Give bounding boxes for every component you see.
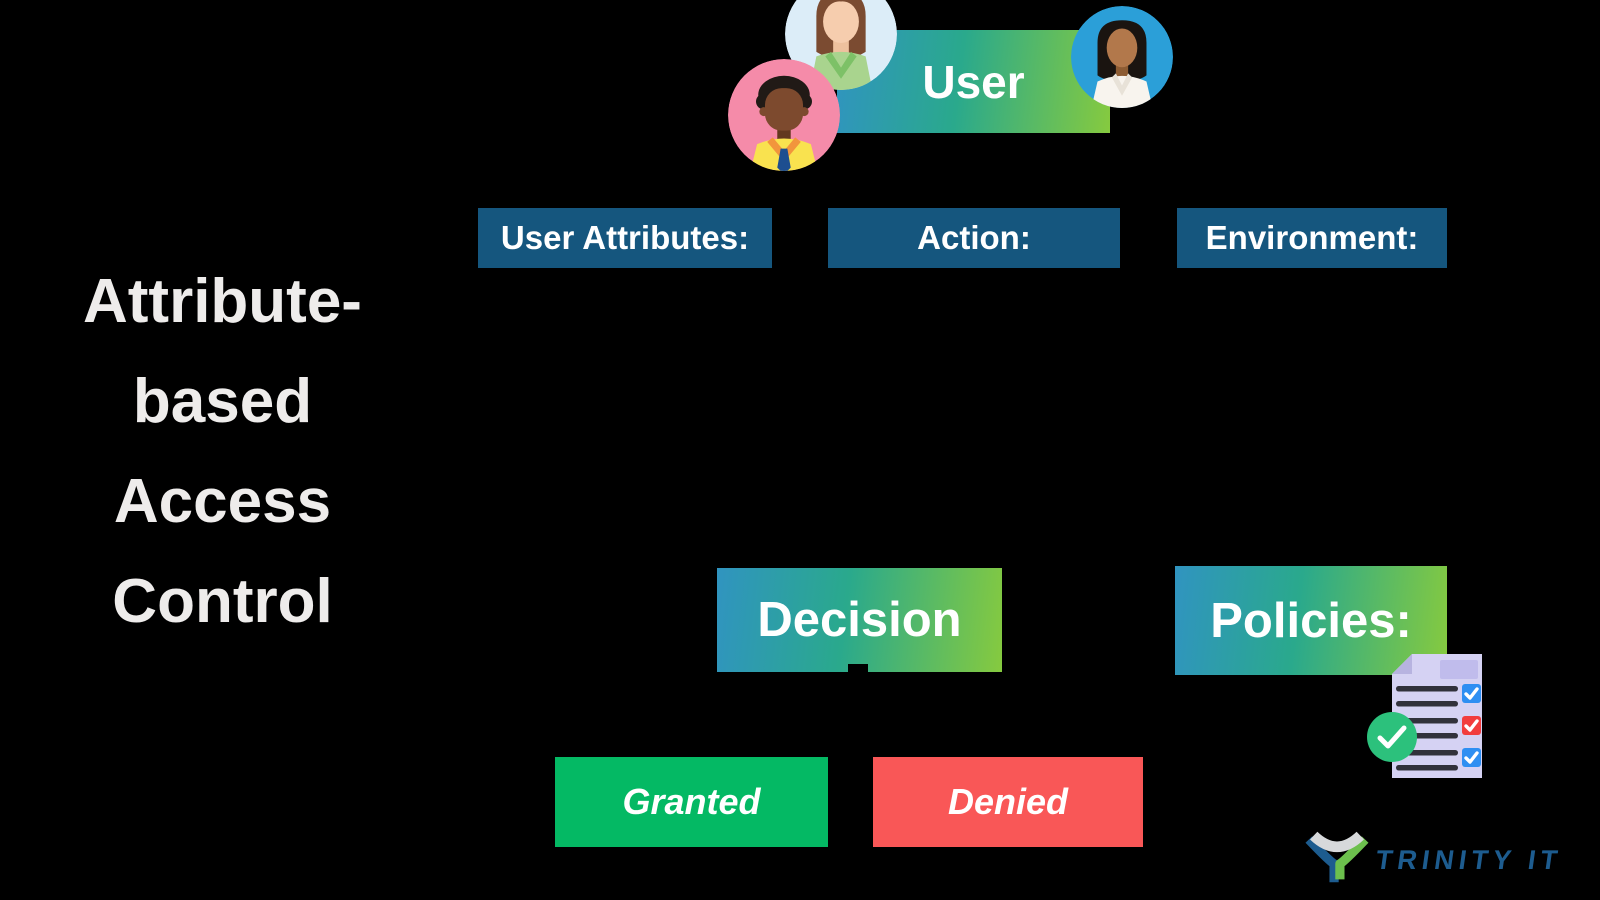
denied-label: Denied: [947, 781, 1069, 822]
brand-name: TRINITY IT: [1373, 845, 1565, 875]
environment-box: Environment:: [1177, 208, 1447, 268]
green-check-graphic: [1367, 712, 1417, 762]
woman-blue-avatar-graphic: [1071, 6, 1173, 108]
policies-label: Policies:: [1210, 593, 1412, 648]
woman-lightblue-avatar-graphic: [785, 0, 897, 90]
arrow-tip-artifact: [848, 664, 868, 673]
man-pink-avatar-graphic: [728, 59, 840, 171]
granted-label: Granted: [622, 781, 761, 822]
user-banner-label: User: [922, 55, 1025, 108]
title-line-4: Control: [112, 567, 333, 636]
granted-box: Granted: [555, 757, 828, 847]
user-attributes-label: User Attributes:: [500, 219, 750, 256]
title-line-3: Access: [113, 467, 332, 536]
woman-lightblue-avatar: [785, 0, 897, 90]
green-check-icon: [1366, 711, 1418, 763]
environment-label: Environment:: [1205, 219, 1419, 256]
trinity-y-icon: [1303, 823, 1371, 887]
decision-box: Decision: [717, 568, 1002, 672]
page-title: Attribute- based Access Control: [25, 252, 420, 652]
user-banner: User: [837, 30, 1110, 133]
action-box: Action:: [828, 208, 1120, 268]
man-pink-avatar: [728, 59, 840, 171]
action-label: Action:: [917, 219, 1031, 256]
user-attributes-box: User Attributes:: [478, 208, 772, 268]
trinity-y-graphic: [1305, 831, 1369, 883]
decision-label: Decision: [757, 593, 962, 647]
title-line-2: based: [132, 367, 313, 436]
policies-box: Policies:: [1175, 566, 1447, 675]
woman-blue-avatar: [1071, 6, 1173, 108]
denied-box: Denied: [873, 757, 1143, 847]
title-line-1: Attribute-: [83, 267, 362, 336]
